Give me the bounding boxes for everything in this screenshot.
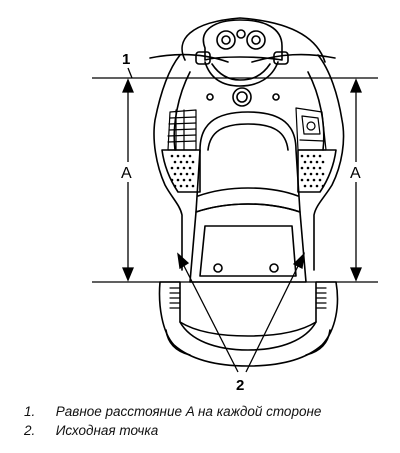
footrest-hole xyxy=(179,160,183,164)
seat xyxy=(195,111,301,213)
footrest-hole xyxy=(318,178,322,182)
footrest-hole xyxy=(306,166,310,170)
footrest-hole xyxy=(318,166,322,170)
footrest-hole xyxy=(303,160,307,164)
footrest-hole xyxy=(191,160,195,164)
footrest-hole xyxy=(176,178,180,182)
footrest-hole xyxy=(170,178,174,182)
footrest-hole xyxy=(300,154,304,158)
right-grip xyxy=(273,51,289,65)
footrest-hole xyxy=(300,166,304,170)
footrest-hole xyxy=(321,160,325,164)
windshield xyxy=(202,19,283,61)
footrest-hole xyxy=(176,154,180,158)
legend: 1. Равное расстояние A на каждой стороне… xyxy=(18,402,388,440)
legend-text: Исходная точка xyxy=(55,423,159,438)
footrest-hole xyxy=(170,166,174,170)
footrest-hole xyxy=(188,178,192,182)
body-outline-left xyxy=(153,54,183,271)
footrest-hole xyxy=(312,166,316,170)
footrest-hole xyxy=(315,184,319,188)
fuel-cap xyxy=(232,87,252,107)
footrest-hole xyxy=(321,184,325,188)
footrest-hole xyxy=(318,154,322,158)
footrest-hole xyxy=(306,154,310,158)
handlebar xyxy=(149,53,336,63)
distance-a-left-label: A xyxy=(121,165,132,182)
left-footrest-holes xyxy=(170,154,195,188)
footrest-hole xyxy=(185,184,189,188)
callout-1-leader xyxy=(127,67,133,79)
reference-point-arrows xyxy=(177,252,305,373)
footrest-hole xyxy=(312,154,316,158)
left-side-vents xyxy=(167,109,197,151)
legend-number: 1. xyxy=(24,404,36,419)
footrest-hole xyxy=(191,172,195,176)
callout-1-label: 1 xyxy=(122,51,130,68)
footrest-hole xyxy=(176,166,180,170)
footrest-hole xyxy=(188,166,192,170)
footrest-hole xyxy=(303,172,307,176)
left-grip xyxy=(195,51,211,65)
rear-left-vents xyxy=(169,287,181,309)
footrest-hole xyxy=(303,184,307,188)
footrest-hole xyxy=(182,166,186,170)
footrest-hole xyxy=(182,154,186,158)
footrest-hole xyxy=(173,184,177,188)
legend-item-2: 2. Исходная точка xyxy=(18,421,388,440)
right-footrest xyxy=(297,149,337,193)
footrest-hole xyxy=(188,154,192,158)
right-gauge xyxy=(246,30,266,50)
footrest-hole xyxy=(173,172,177,176)
rear-right-vents xyxy=(315,287,327,309)
footrest-hole xyxy=(321,172,325,176)
legend-text: Равное расстояние A на каждой стороне xyxy=(55,404,322,419)
footrest-hole xyxy=(191,184,195,188)
footrest-hole xyxy=(312,178,316,182)
legend-number: 2. xyxy=(24,423,36,438)
footrest-hole xyxy=(185,160,189,164)
rack-bolt-right xyxy=(269,263,279,273)
footrest-hole xyxy=(179,184,183,188)
footrest-hole xyxy=(309,184,313,188)
footrest-hole xyxy=(315,160,319,164)
callout-2-label: 2 xyxy=(236,377,244,394)
rack-bolt-left xyxy=(213,263,223,273)
right-footrest-holes xyxy=(300,154,325,188)
snowmobile-top-view-diagram: 1 A A 2 xyxy=(92,17,378,394)
left-gauge xyxy=(216,30,236,50)
footrest-hole xyxy=(309,160,313,164)
footrest-hole xyxy=(185,172,189,176)
footrest-hole xyxy=(182,178,186,182)
hood xyxy=(204,61,279,87)
distance-a-right-label: A xyxy=(350,165,361,182)
footrest-hole xyxy=(315,172,319,176)
rear-storage xyxy=(189,203,307,283)
footrest-hole xyxy=(309,172,313,176)
windshield-frame xyxy=(181,17,326,63)
footrest-hole xyxy=(170,154,174,158)
footrest-hole xyxy=(173,160,177,164)
legend-item-1: 1. Равное расстояние A на каждой стороне xyxy=(18,402,388,421)
footrest-hole xyxy=(179,172,183,176)
body-outline-right xyxy=(313,54,345,271)
footrest-hole xyxy=(300,178,304,182)
footrest-hole xyxy=(306,178,310,182)
